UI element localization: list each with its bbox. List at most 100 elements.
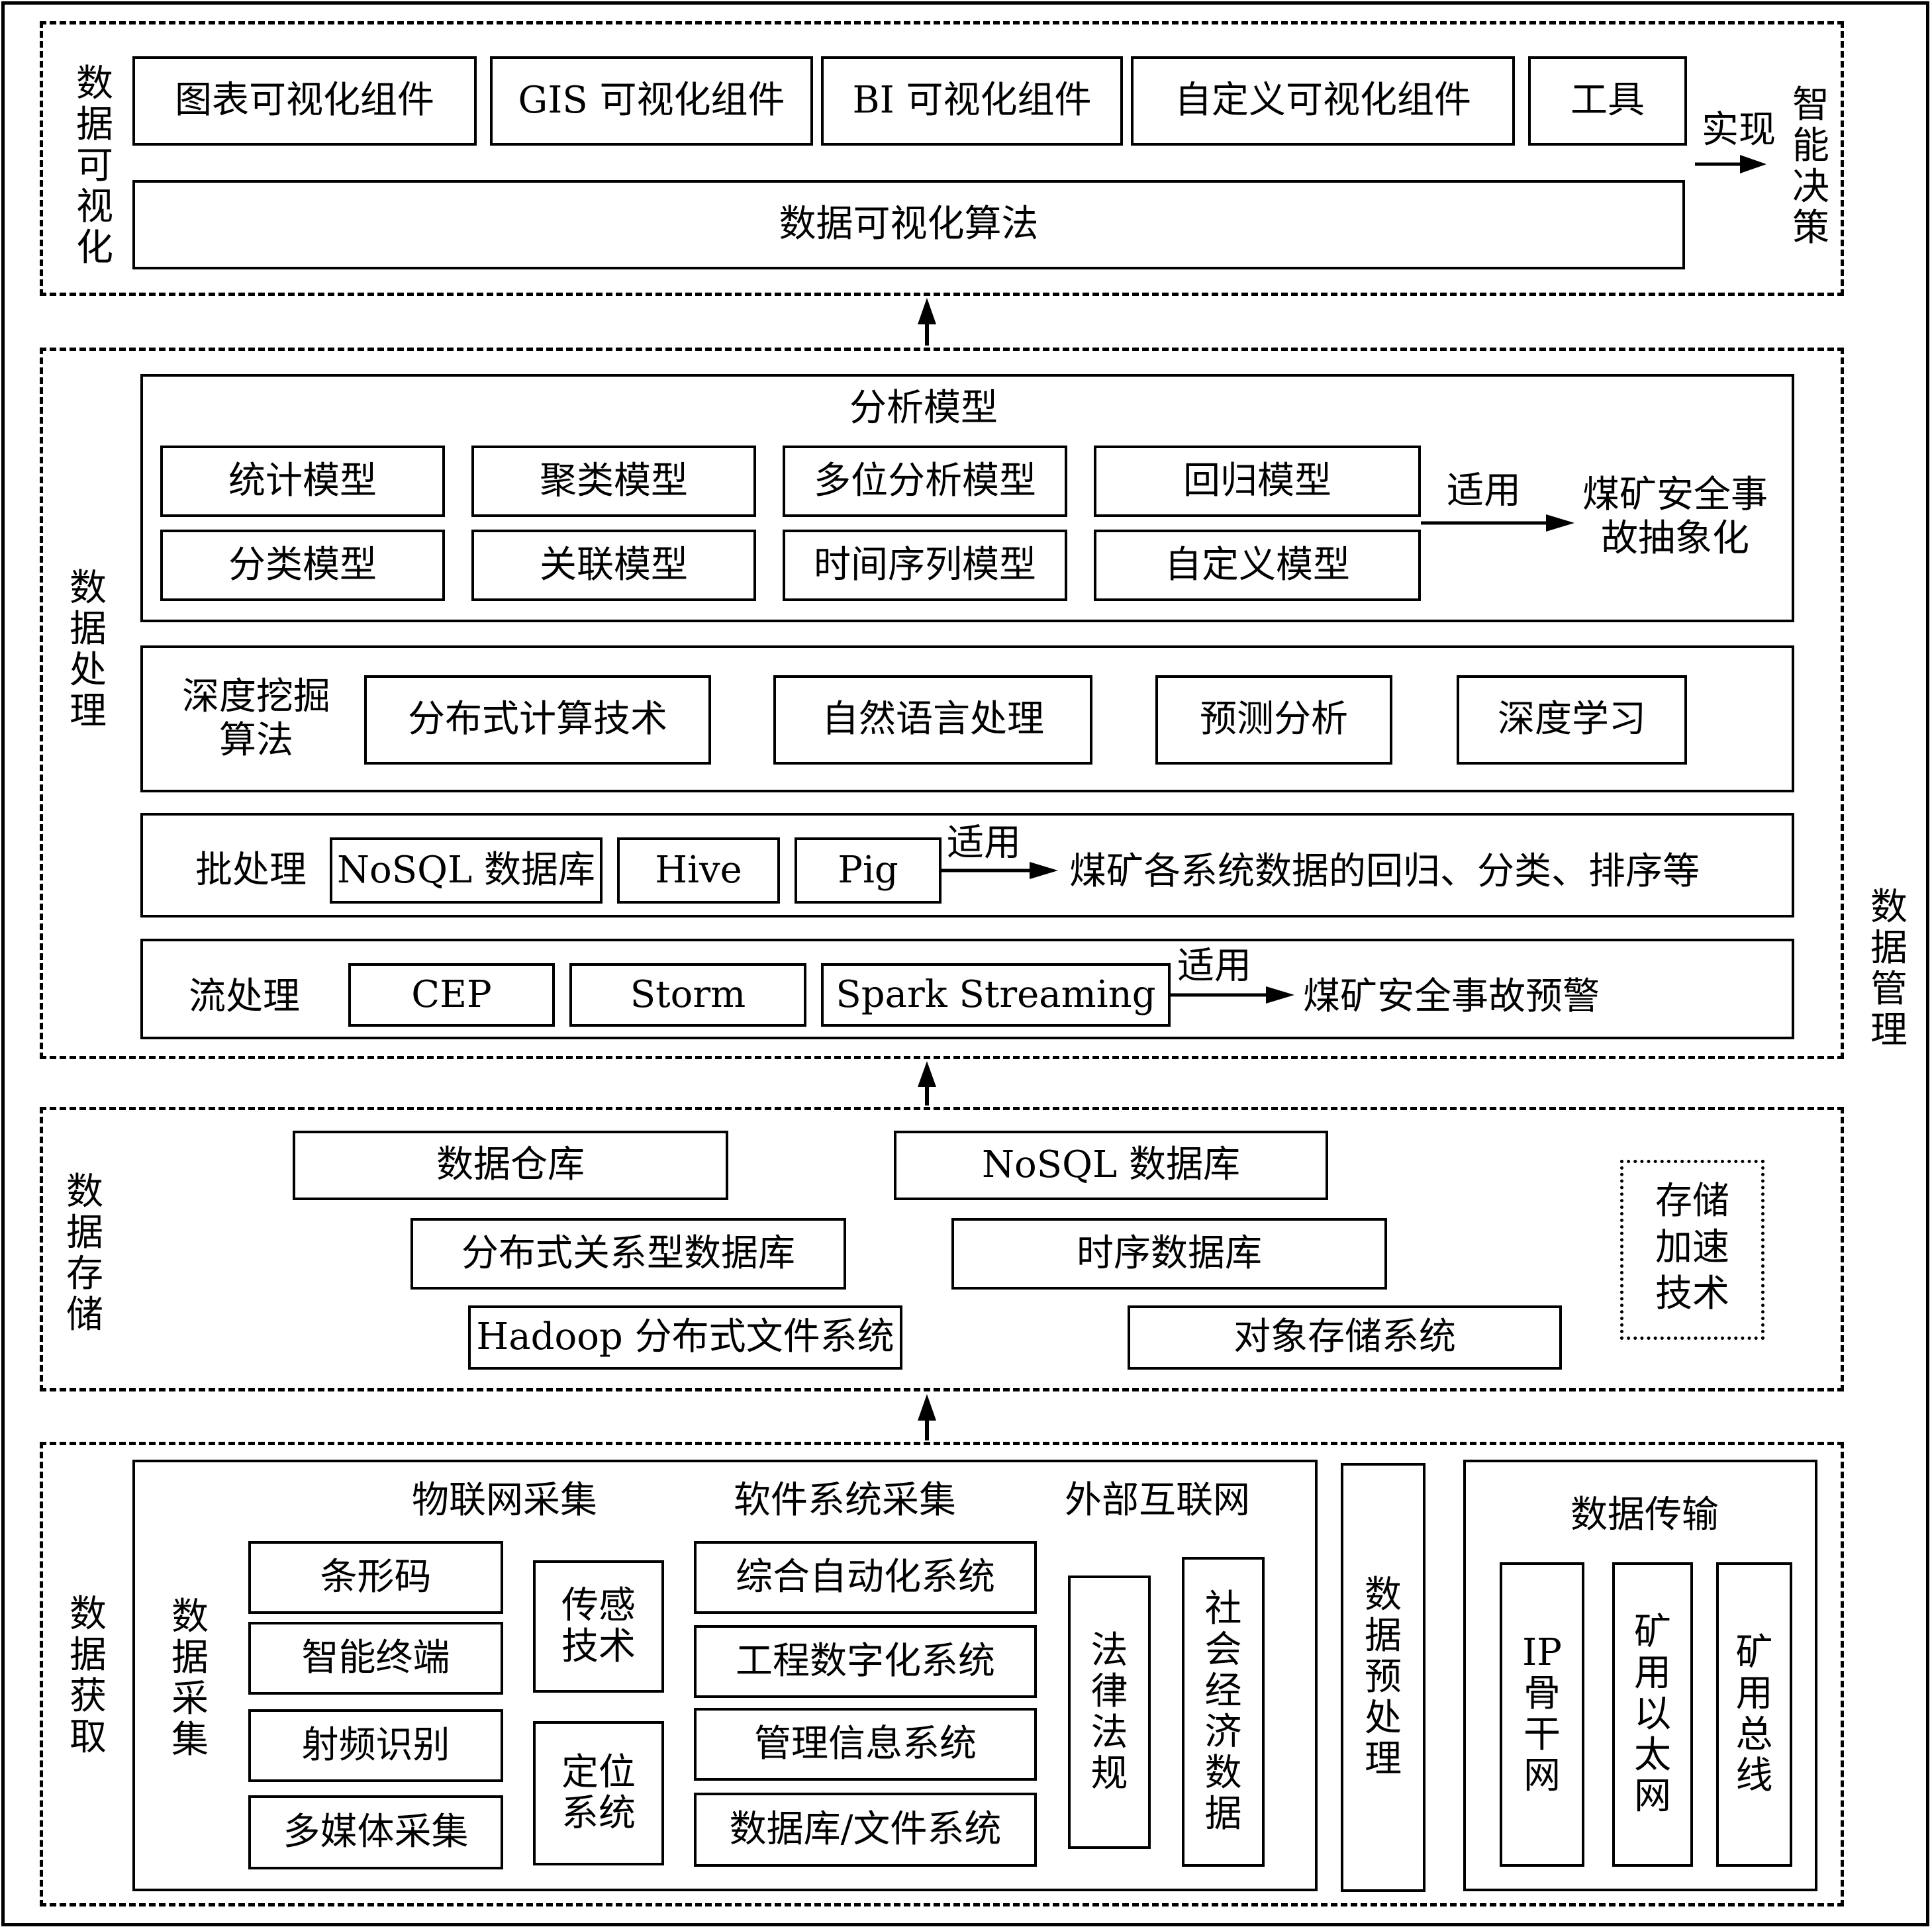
storage-time-series: 时序数据库: [951, 1218, 1387, 1290]
management-label: 数据管理: [1870, 886, 1908, 1052]
iot-rfid: 射频识别: [248, 1709, 503, 1782]
internet-socioeconomic: 社会经济数据: [1182, 1557, 1265, 1867]
software-automation: 综合自动化系统: [694, 1541, 1037, 1614]
transmission-mine-ethernet-text: 矿用以太网: [1634, 1611, 1671, 1818]
iot-smart-terminal: 智能终端: [248, 1622, 503, 1695]
internet-laws-text: 法律法规: [1090, 1628, 1128, 1795]
stream-cep: CEP: [348, 963, 555, 1027]
transmission-panel: [1463, 1460, 1817, 1891]
storage-nosql: NoSQL 数据库: [894, 1131, 1328, 1200]
internet-socioeconomic-text: 社会经济数据: [1204, 1587, 1242, 1836]
storage-data-warehouse: 数据仓库: [293, 1131, 728, 1200]
arrow-batch-target: [942, 862, 1058, 879]
stream-target: 煤矿安全事故预警: [1303, 975, 1600, 1018]
batch-hive: Hive: [617, 837, 780, 904]
arrow-analysis-target: [1421, 514, 1574, 532]
transmission-mine-bus: 矿用总线: [1716, 1562, 1792, 1867]
acquisition-layer: [40, 1442, 1844, 1906]
viz-target: 智能决策: [1792, 83, 1829, 250]
transmission-ip-backbone: IP骨干网: [1500, 1562, 1584, 1867]
batch-pig: Pig: [795, 837, 942, 904]
model-time-series: 时间序列模型: [783, 530, 1067, 601]
analysis-target-text: 煤矿安全事故抽象化: [1582, 473, 1768, 560]
iot-sensing-tech: 传感技术: [533, 1560, 664, 1693]
model-custom: 自定义模型: [1094, 530, 1421, 601]
iot-multimedia: 多媒体采集: [248, 1795, 503, 1869]
storage-acceleration-text: 存储加速技术: [1655, 1180, 1729, 1315]
viz-component-chart: 图表可视化组件: [132, 56, 477, 146]
stream-panel: [140, 939, 1794, 1039]
stream-storm: Storm: [569, 963, 806, 1027]
preprocessing-text: 数据预处理: [1365, 1574, 1402, 1781]
collection-panel: [132, 1460, 1318, 1891]
batch-panel: [140, 813, 1794, 917]
visualization-label: 数据可视化: [76, 62, 113, 269]
software-mis: 管理信息系统: [694, 1708, 1037, 1781]
header-internet: 外部互联网: [1065, 1479, 1250, 1522]
model-multidimensional: 多位分析模型: [783, 446, 1067, 517]
arrow-storage-to-processing: [918, 1061, 936, 1106]
model-classification: 分类模型: [160, 530, 445, 601]
processing-label: 数据处理: [70, 567, 107, 733]
viz-arrow-label: 实现: [1702, 109, 1776, 152]
visualization-layer: [40, 21, 1844, 296]
transmission-title: 数据传输: [1570, 1493, 1719, 1536]
arrow-stream-target: [1171, 986, 1294, 1004]
batch-nosql: NoSQL 数据库: [330, 837, 603, 904]
storage-object: 对象存储系统: [1128, 1305, 1562, 1370]
model-regression: 回归模型: [1094, 446, 1421, 517]
viz-component-bi: BI 可视化组件: [821, 56, 1123, 146]
preprocessing-box: 数据预处理: [1341, 1463, 1425, 1892]
collection-label: 数据采集: [171, 1595, 209, 1762]
iot-positioning-text: 定位系统: [561, 1751, 636, 1835]
transmission-mine-bus-text: 矿用总线: [1735, 1631, 1773, 1797]
storage-distributed-relational: 分布式关系型数据库: [411, 1218, 846, 1290]
viz-component-gis: GIS 可视化组件: [490, 56, 813, 146]
arrow-viz-decision: [1695, 155, 1766, 173]
deep-mining-panel: [140, 645, 1794, 792]
viz-algorithm: 数据可视化算法: [132, 180, 1685, 269]
storage-layer: [40, 1107, 1844, 1391]
viz-component-custom: 自定义可视化组件: [1131, 56, 1515, 146]
arrow-acquisition-to-storage: [918, 1394, 936, 1440]
transmission-mine-ethernet: 矿用以太网: [1612, 1562, 1693, 1867]
storage-label: 数据存储: [66, 1170, 103, 1337]
stream-arrow-label: 适用: [1177, 945, 1251, 988]
software-engineering-digital: 工程数字化系统: [694, 1625, 1037, 1698]
software-database-file: 数据库/文件系统: [694, 1793, 1037, 1867]
header-iot: 物联网采集: [412, 1479, 597, 1522]
model-association: 关联模型: [471, 530, 756, 601]
batch-label: 批处理: [195, 849, 307, 892]
transmission-ip-backbone-text: IP骨干网: [1522, 1631, 1562, 1797]
storage-acceleration-box: [1620, 1160, 1764, 1340]
model-clustering: 聚类模型: [471, 446, 756, 517]
header-software: 软件系统采集: [734, 1479, 956, 1522]
storage-hadoop: Hadoop 分布式文件系统: [468, 1305, 902, 1370]
storage-acceleration: 存储加速技术: [1620, 1178, 1764, 1317]
deep-nlp: 自然语言处理: [773, 675, 1092, 765]
arrow-processing-to-viz: [918, 298, 936, 346]
iot-positioning: 定位系统: [533, 1721, 664, 1865]
analysis-model-panel: [140, 374, 1794, 622]
processing-layer: [40, 348, 1844, 1059]
deep-predictive-analysis: 预测分析: [1155, 675, 1392, 765]
deep-distributed-computing: 分布式计算技术: [364, 675, 711, 765]
analysis-target: 煤矿安全事故抽象化: [1576, 473, 1774, 561]
batch-arrow-label: 适用: [947, 822, 1021, 865]
batch-target: 煤矿各系统数据的回归、分类、排序等: [1069, 850, 1700, 893]
viz-component-tools: 工具: [1528, 56, 1687, 146]
deep-mining-label-text: 深度挖掘算法: [182, 675, 330, 762]
analysis-model-title: 分析模型: [849, 387, 998, 430]
iot-barcode: 条形码: [248, 1541, 503, 1614]
acquisition-label: 数据获取: [70, 1593, 107, 1759]
iot-sensing-tech-text: 传感技术: [561, 1584, 636, 1668]
stream-spark: Spark Streaming: [821, 963, 1171, 1027]
stream-label: 流处理: [189, 975, 300, 1018]
deep-learning: 深度学习: [1457, 675, 1687, 765]
analysis-arrow-label: 适用: [1447, 469, 1521, 512]
model-statistical: 统计模型: [160, 446, 445, 517]
internet-laws: 法律法规: [1068, 1576, 1151, 1849]
deep-mining-label: 深度挖掘算法: [173, 675, 339, 763]
